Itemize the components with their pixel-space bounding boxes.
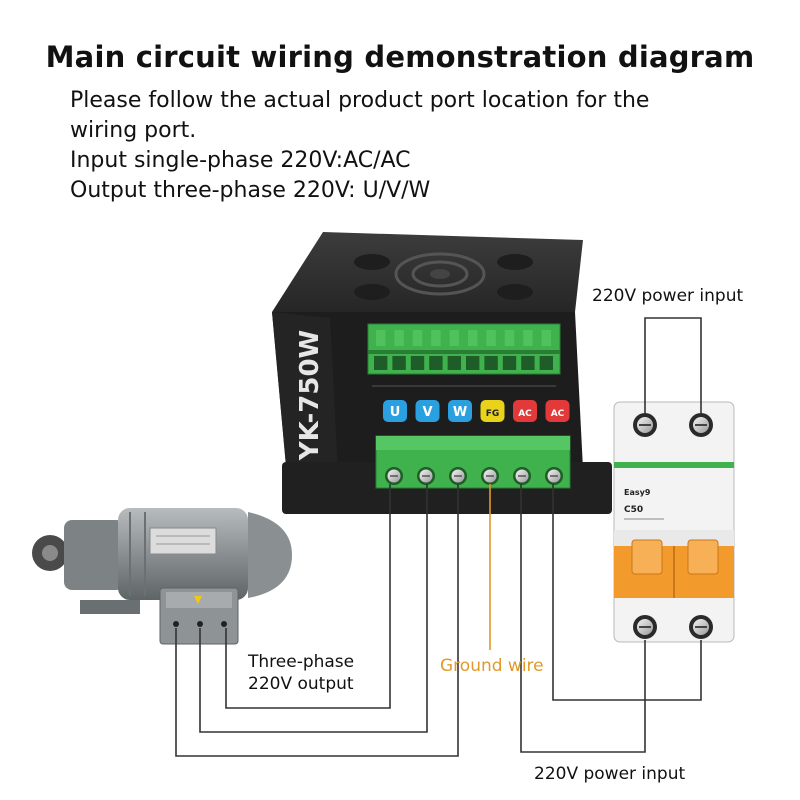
control-terminal-slot xyxy=(410,356,425,370)
port-label-v: V xyxy=(415,400,440,422)
wire-ac-input-2 xyxy=(552,484,702,701)
port-label-text: U xyxy=(390,405,401,420)
control-terminal-slot xyxy=(466,356,480,370)
port-label-text: AC xyxy=(551,409,565,419)
motor-terminal-v xyxy=(197,621,203,627)
description-line-2: wiring port. xyxy=(70,118,197,143)
fan-grille-icon xyxy=(354,252,533,300)
control-terminal-slot xyxy=(502,356,517,370)
wire-w-output xyxy=(175,484,459,757)
port-label-u: U xyxy=(383,400,407,422)
motor-terminal-u xyxy=(173,621,179,627)
wire-v-output xyxy=(199,484,428,733)
control-terminal-pin xyxy=(376,330,386,346)
port-label-text: W xyxy=(453,405,467,420)
control-terminal-pin xyxy=(541,330,551,346)
control-terminal-pin xyxy=(486,330,496,346)
description-line-1: Please follow the actual product port lo… xyxy=(70,88,650,113)
power-terminal-block xyxy=(375,435,571,489)
screw-icon xyxy=(633,413,657,437)
screw-icon xyxy=(633,615,657,639)
control-terminal-pin xyxy=(449,330,459,346)
port-label-fg: FG xyxy=(480,400,505,422)
wire-u-output xyxy=(225,484,391,709)
circuit-breaker: Easy9 C50 xyxy=(613,401,735,643)
control-terminal-slot xyxy=(539,356,553,370)
control-terminal-block xyxy=(367,323,561,375)
control-terminal-slot xyxy=(374,356,388,370)
description-line-3: Input single-phase 220V:AC/AC xyxy=(70,148,411,173)
diagram-title: Main circuit wiring demonstration diagra… xyxy=(45,40,755,74)
controller-model-label: YK-750W xyxy=(295,330,325,461)
breaker-rating: C50 xyxy=(624,505,643,515)
control-terminal-pin xyxy=(504,330,515,346)
breaker-brand: Easy9 xyxy=(624,488,651,497)
warning-icon xyxy=(194,596,202,604)
motor-terminal-w xyxy=(221,621,227,627)
control-terminal-pin xyxy=(412,330,423,346)
port-label-w: W xyxy=(448,400,472,422)
control-terminal-slot xyxy=(429,356,443,370)
label-output-line-2: 220V output xyxy=(248,674,354,694)
port-label-ac: AC xyxy=(513,400,537,422)
port-label-text: V xyxy=(422,405,432,420)
screw-icon xyxy=(689,615,713,639)
port-label-ac: AC xyxy=(545,400,570,422)
label-ground-wire: Ground wire xyxy=(440,656,544,676)
label-output-line-1: Three-phase xyxy=(248,652,355,672)
wire-power-input-top xyxy=(644,317,702,413)
control-terminal-slot xyxy=(484,356,498,370)
screw-icon xyxy=(689,413,713,437)
control-terminal-pin xyxy=(394,330,404,346)
port-label-text: AC xyxy=(518,409,532,419)
port-label-row: U V W FG AC AC xyxy=(383,400,570,422)
control-terminal-pin xyxy=(468,330,478,346)
label-power-input-top: 220V power input xyxy=(592,286,744,306)
label-power-input-bottom: 220V power input xyxy=(534,764,686,784)
control-terminal-pin xyxy=(431,330,441,346)
motor-nameplate xyxy=(149,527,217,555)
port-label-text: FG xyxy=(486,409,500,419)
wiring-lines xyxy=(175,317,702,757)
wire-ac-input-1 xyxy=(520,484,646,753)
description-line-4: Output three-phase 220V: U/V/W xyxy=(70,178,431,203)
control-terminal-pin xyxy=(523,330,533,346)
controller-box: YK-750W U V W FG AC AC xyxy=(272,232,612,514)
control-terminal-slot xyxy=(447,356,461,370)
three-phase-motor xyxy=(32,508,292,645)
gear-icon xyxy=(32,535,68,571)
control-terminal-slot xyxy=(521,356,535,370)
control-terminal-slot xyxy=(392,356,406,370)
